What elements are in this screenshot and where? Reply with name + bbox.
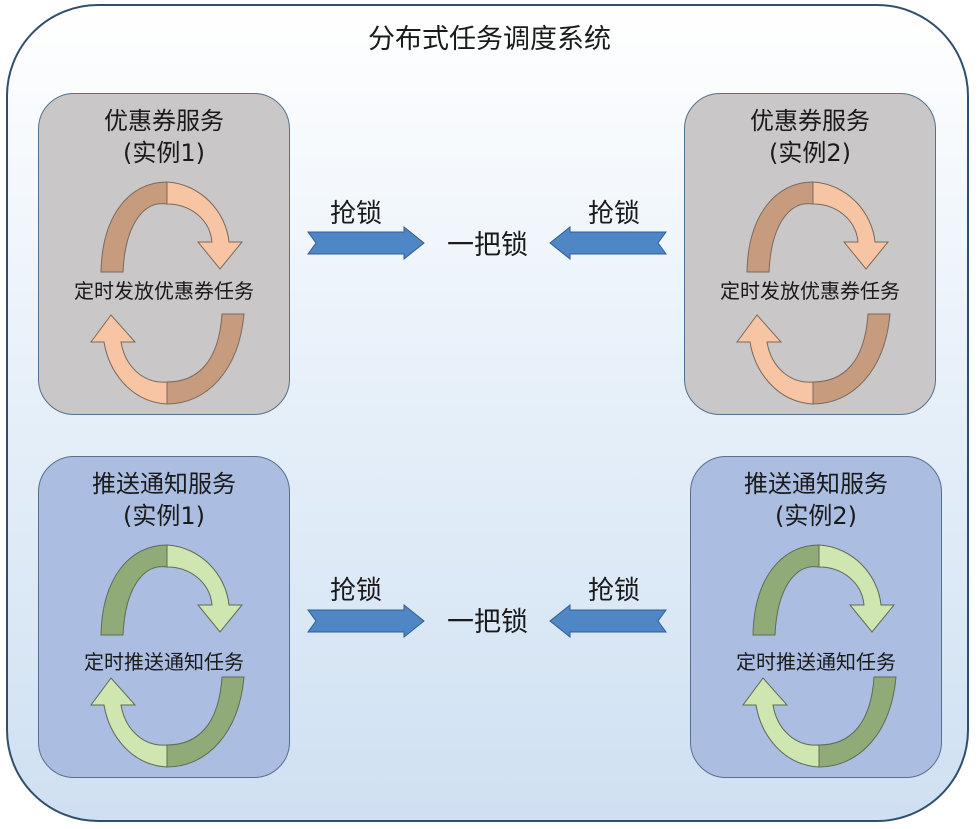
grab-lock-label-left: 抢锁 [330,576,383,606]
cycle-arrow-bottom [736,313,891,405]
cycle-arrow-top-light [818,544,896,633]
coupon-service-instance-2: 优惠券服务 (实例2) 定时发放优惠券任务 [684,93,936,415]
service-name: 优惠券服务 [750,107,870,135]
service-name: 推送通知服务 [92,470,236,498]
cycle-arrow-bottom-light [742,677,820,768]
service-name: 优惠券服务 [104,107,224,135]
cycle-arrow-top [752,544,896,636]
instance-label: (实例2) [775,502,857,530]
lock-label: 一把锁 [447,607,528,638]
task-label: 定时推送通知任务 [84,650,244,674]
task-label: 定时推送通知任务 [736,650,896,674]
lock-label: 一把锁 [447,230,528,261]
cycle-arrow-bottom [742,676,897,768]
task-label: 定时发放优惠券任务 [720,279,900,303]
cycle-arrow-top-dark [752,544,820,636]
cycle-arrow-bottom-light [90,677,168,768]
cycle-arrow-top-light [166,181,244,270]
system-title: 分布式任务调度系统 [368,24,611,55]
push-service-instance-2: 推送通知服务 (实例2) 定时推送通知任务 [690,456,942,778]
cycle-arrow-bottom-dark [166,676,245,768]
cycle-arrow-bottom-light [90,314,168,405]
cycle-arrow-bottom-light [736,314,814,405]
coupon-service-instance-1: 优惠券服务 (实例1) 定时发放优惠券任务 [38,93,290,415]
grab-arrow-right-icon [307,604,425,638]
cycle-arrow-bottom-dark [812,313,891,405]
cycle-arrows-icon [90,181,245,405]
cycle-arrow-top [100,181,244,273]
push-service-instance-1: 推送通知服务 (实例1) 定时推送通知任务 [38,456,290,778]
cycle-arrow-top-dark [100,544,168,636]
cycle-arrows-icon [90,544,245,768]
instance-label: (实例2) [769,139,851,167]
cycle-arrow-top [746,181,890,273]
grab-lock-label-right: 抢锁 [588,199,641,229]
instance-label: (实例1) [123,502,205,530]
cycle-arrow-bottom [90,313,245,405]
cycle-arrows-icon [736,181,891,405]
grab-arrow-right-icon [307,226,425,260]
cycle-arrow-top-dark [100,181,168,273]
cycle-arrow-top-light [812,181,890,270]
cycle-arrows-icon [742,544,897,768]
grab-arrow-left-icon [549,604,667,638]
cycle-arrow-bottom-dark [166,313,245,405]
instance-label: (实例1) [123,139,205,167]
grab-arrow-left-icon [549,226,667,260]
cycle-arrow-bottom [90,676,245,768]
cycle-arrow-top [100,544,244,636]
grab-lock-label-right: 抢锁 [588,576,641,606]
task-label: 定时发放优惠券任务 [74,279,254,303]
grab-lock-label-left: 抢锁 [330,199,383,229]
service-name: 推送通知服务 [744,470,888,498]
cycle-arrow-bottom-dark [818,676,897,768]
cycle-arrow-top-dark [746,181,814,273]
cycle-arrow-top-light [166,544,244,633]
